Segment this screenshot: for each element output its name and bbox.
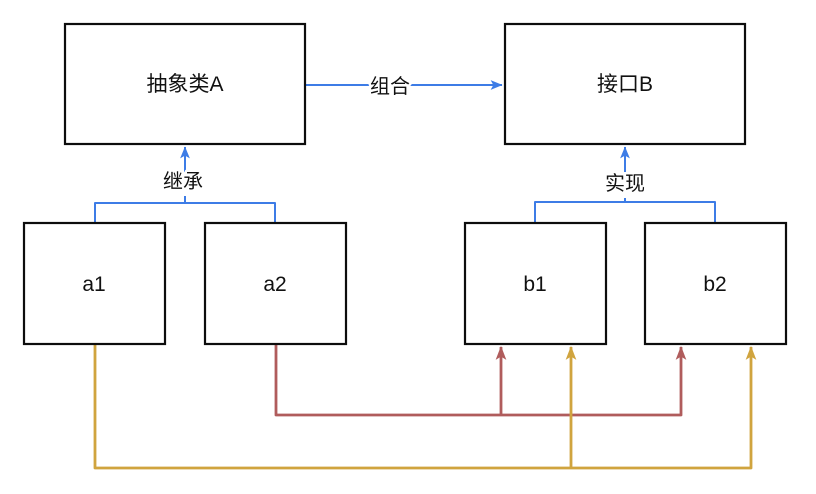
edge-inheritance-bracket-line — [94, 202, 276, 223]
edge-yellow-dependency — [93, 344, 757, 470]
node-b1: b1 — [463, 221, 608, 346]
node-interface-b: 接口B — [503, 22, 747, 146]
node-a1: a1 — [22, 221, 167, 346]
node-a1-label: a1 — [82, 273, 105, 296]
node-abstract-class-a-box — [63, 22, 307, 146]
edge-red-main-line — [274, 344, 687, 417]
edge-composition-label: 组合 — [370, 75, 410, 98]
node-a2-box — [203, 221, 348, 346]
node-abstract-class-a: 抽象类A — [63, 22, 307, 146]
node-b2-label: b2 — [703, 273, 726, 296]
edge-inheritance: 继承 — [94, 146, 276, 223]
node-a2: a2 — [203, 221, 348, 346]
node-b1-box — [463, 221, 608, 346]
edge-composition: 组合 — [305, 73, 503, 101]
edge-red-dependency — [274, 344, 687, 417]
edge-yellow-main-line — [93, 344, 757, 470]
edge-implementation-bracket-line — [534, 201, 716, 223]
node-b2-box — [643, 221, 788, 346]
node-interface-b-box — [503, 22, 747, 146]
node-b1-label: b1 — [523, 273, 546, 296]
node-b2: b2 — [643, 221, 788, 346]
node-abstract-class-a-label: 抽象类A — [146, 73, 223, 96]
node-a1-box — [22, 221, 167, 346]
edge-implementation-label: 实现 — [605, 172, 645, 195]
edge-inheritance-label: 继承 — [163, 170, 203, 193]
node-interface-b-label: 接口B — [597, 73, 653, 96]
node-a2-label: a2 — [263, 273, 286, 296]
edge-implementation: 实现 — [534, 146, 716, 223]
